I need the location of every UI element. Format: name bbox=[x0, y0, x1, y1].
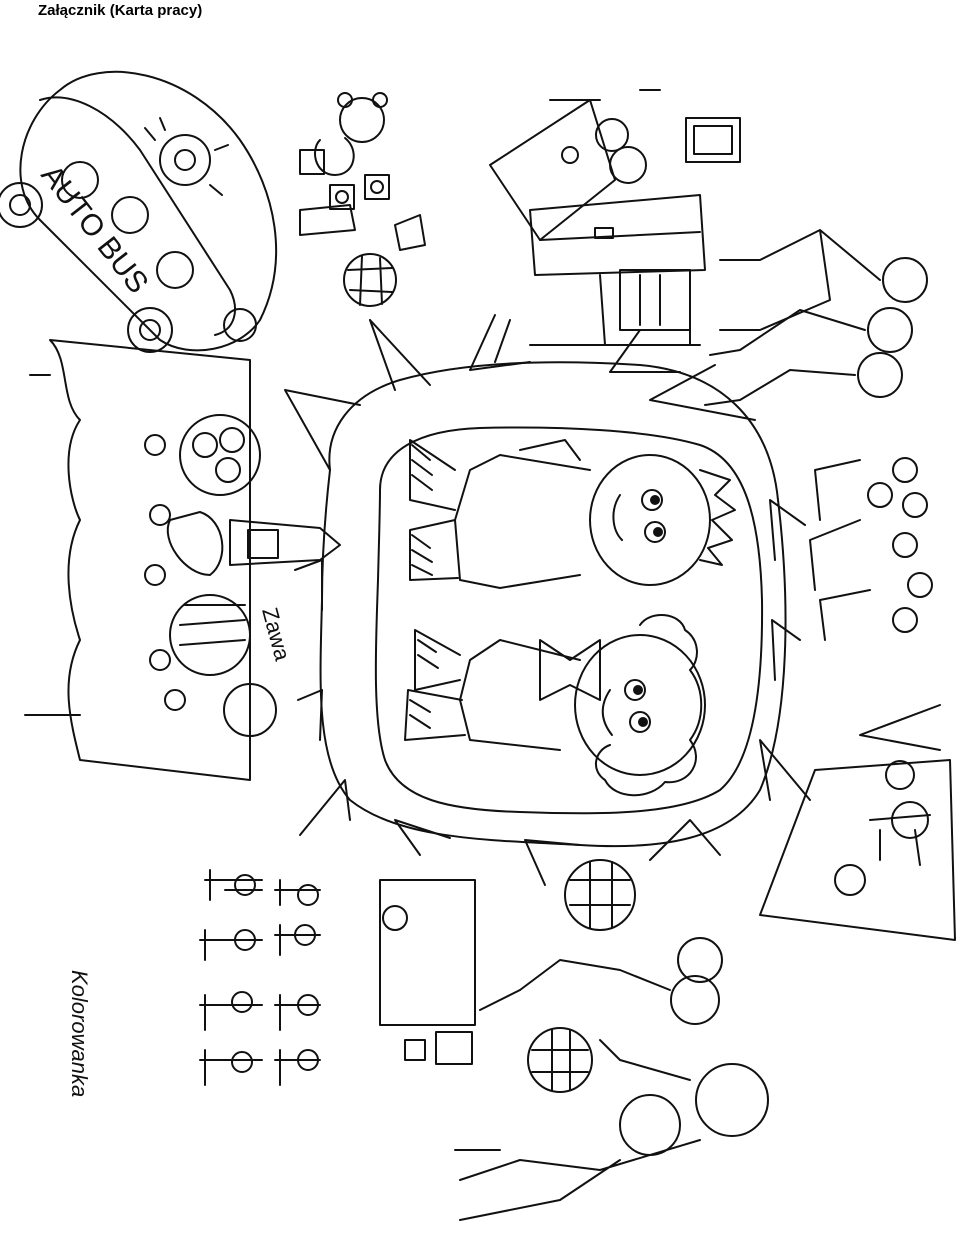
sun-ray bbox=[299, 779, 351, 836]
child-head bbox=[619, 1094, 681, 1156]
girl-figure bbox=[404, 613, 706, 797]
curtain bbox=[489, 99, 616, 241]
teddy-bear-head bbox=[339, 97, 385, 143]
desk-leg bbox=[599, 274, 606, 346]
boy-figure bbox=[409, 439, 736, 589]
toy-doll bbox=[394, 214, 426, 251]
desk-row bbox=[274, 879, 321, 906]
boy-leg bbox=[409, 519, 459, 581]
room-furniture bbox=[489, 89, 741, 346]
shelf-unit bbox=[619, 269, 691, 331]
boy-head bbox=[589, 454, 711, 586]
toy-block bbox=[299, 149, 325, 175]
sun-ray bbox=[524, 839, 581, 886]
bus-window-face bbox=[156, 251, 194, 289]
sun-ray bbox=[284, 389, 361, 471]
farm-picture bbox=[759, 704, 956, 941]
child-head bbox=[677, 937, 723, 983]
bread-basket bbox=[169, 594, 251, 676]
girl-dress bbox=[459, 639, 581, 751]
picture-frame bbox=[759, 759, 956, 941]
market-stall: Zawa bbox=[24, 339, 341, 781]
bus-wheel bbox=[0, 182, 43, 228]
ball bbox=[564, 859, 636, 931]
fruit bbox=[149, 649, 171, 671]
sun-ray bbox=[369, 319, 431, 386]
sun-inner-circle bbox=[374, 426, 764, 815]
bread-loaf bbox=[166, 511, 224, 576]
girl-bow bbox=[539, 639, 601, 701]
fruit bbox=[164, 689, 186, 711]
pot bbox=[609, 146, 647, 184]
three-children bbox=[704, 229, 928, 406]
picture-frame bbox=[685, 117, 741, 163]
desk bbox=[529, 194, 706, 276]
girl-leg bbox=[404, 689, 466, 741]
fruit bbox=[149, 504, 171, 526]
boy-arm bbox=[519, 439, 581, 461]
sun-ray bbox=[394, 819, 451, 856]
child-head bbox=[867, 307, 913, 353]
page-title: Załącznik (Karta pracy) bbox=[38, 2, 203, 19]
boy-leg bbox=[409, 439, 456, 511]
toy-car bbox=[299, 204, 356, 236]
cauliflower bbox=[223, 683, 277, 737]
bus-window-face bbox=[223, 308, 257, 342]
sun-ray bbox=[649, 364, 756, 421]
desk-row bbox=[199, 1049, 263, 1086]
desk-row bbox=[199, 929, 263, 961]
classroom-desks bbox=[199, 869, 476, 1086]
sun-with-children bbox=[284, 314, 811, 886]
child-head bbox=[695, 1063, 769, 1137]
fruit bbox=[144, 564, 166, 586]
sun-ray bbox=[771, 619, 801, 681]
child-head bbox=[882, 257, 928, 303]
girl-head bbox=[574, 634, 706, 776]
desk-drawer bbox=[594, 227, 614, 239]
stall-canopy bbox=[49, 339, 251, 781]
desk-row bbox=[204, 869, 263, 901]
classroom-group bbox=[809, 457, 933, 641]
sun-outline bbox=[319, 361, 787, 848]
bus-sun-emblem bbox=[159, 134, 211, 186]
basket bbox=[595, 118, 629, 152]
toy-block bbox=[329, 184, 355, 210]
girl-leg bbox=[414, 629, 461, 691]
sun-ray bbox=[759, 739, 811, 801]
fruit bbox=[144, 434, 166, 456]
child-head bbox=[670, 975, 720, 1025]
bus-drawing: AUTO BUS bbox=[0, 70, 277, 353]
sun-ray bbox=[494, 319, 511, 363]
sun-ray bbox=[469, 314, 531, 371]
horse bbox=[891, 801, 929, 839]
ball bbox=[527, 1027, 593, 1093]
sun-ray bbox=[297, 689, 323, 741]
bottle bbox=[229, 519, 341, 566]
sun-ray bbox=[369, 319, 396, 391]
toys-pile bbox=[299, 92, 426, 307]
bus-text: AUTO BUS bbox=[34, 159, 154, 300]
ball-playing-children bbox=[454, 859, 769, 1221]
boy-body bbox=[454, 454, 591, 589]
bus-window-face bbox=[61, 161, 99, 199]
bus-window-face bbox=[111, 196, 149, 234]
boy-hair bbox=[699, 469, 736, 566]
bus-wheel bbox=[127, 307, 173, 353]
sun-ray bbox=[649, 819, 721, 861]
signature: Kolorowanka bbox=[67, 970, 92, 1097]
shop-sign: Zawa bbox=[257, 605, 295, 664]
fruit-bowl bbox=[179, 414, 261, 496]
bus-body bbox=[19, 70, 277, 352]
sun-ray bbox=[769, 499, 806, 561]
desk-row bbox=[274, 924, 321, 956]
toy-block bbox=[364, 174, 390, 200]
sun-ray bbox=[294, 559, 323, 611]
child-head bbox=[857, 352, 903, 398]
blackboard bbox=[379, 879, 476, 1026]
teddy-bear-body bbox=[314, 137, 355, 176]
toy-ball bbox=[343, 253, 397, 307]
girl-curls bbox=[595, 613, 703, 797]
